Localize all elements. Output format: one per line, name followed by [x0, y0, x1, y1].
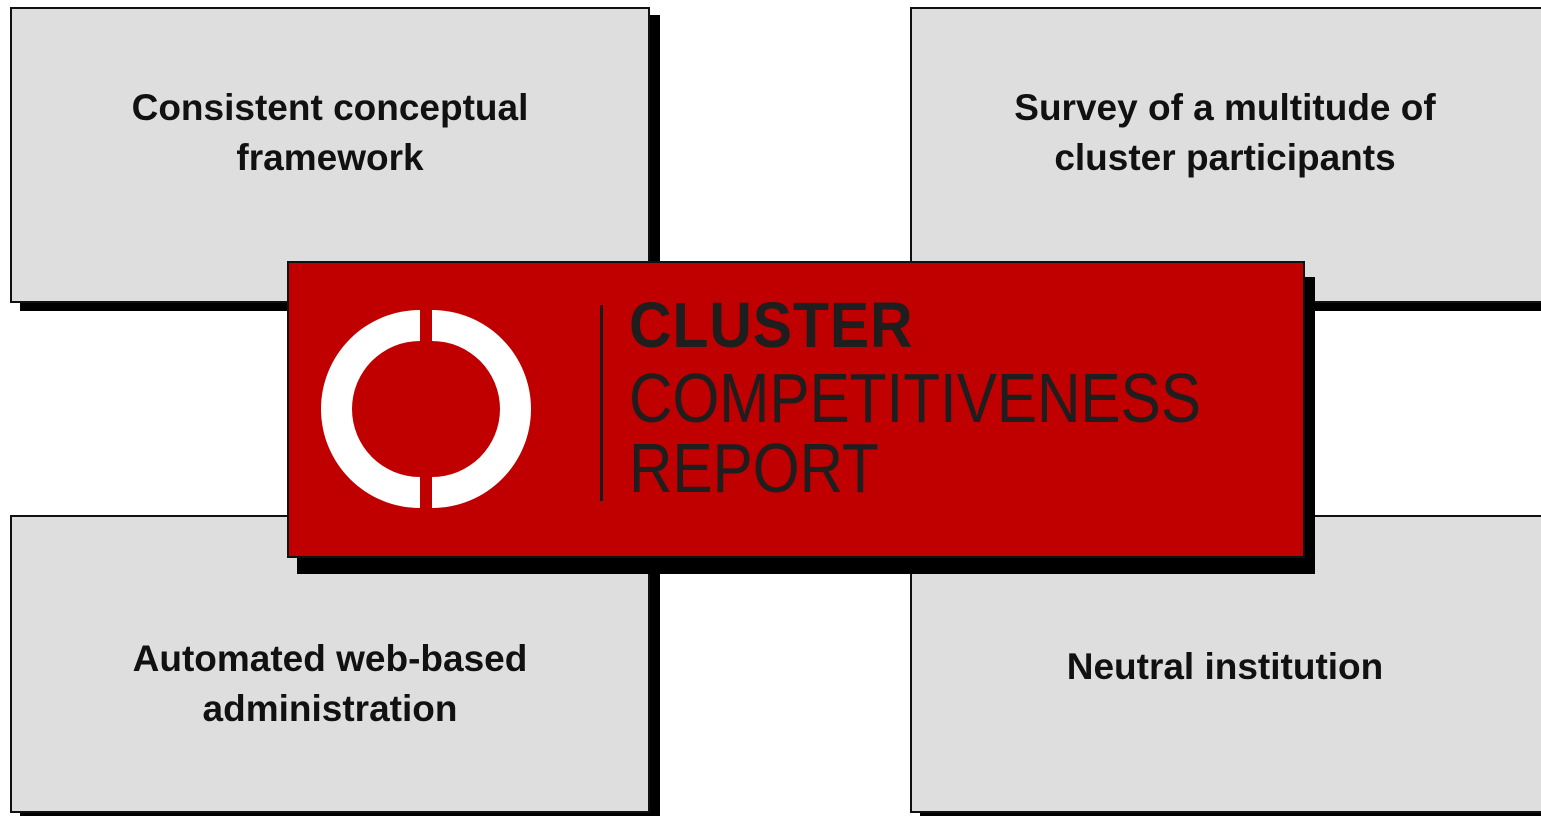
- box-bottom-left-line2: administration: [202, 688, 458, 729]
- logo-line-cluster: CLUSTER: [629, 289, 914, 361]
- box-top-left-line1: Consistent conceptual: [131, 86, 529, 128]
- logo-line-competitiveness: COMPETITIVENESS: [629, 359, 1201, 437]
- box-top-right-line2: cluster participants: [1054, 136, 1396, 178]
- logo-line-report: REPORT: [629, 429, 879, 507]
- logo-panel: CLUSTER COMPETITIVENESS REPORT: [287, 261, 1305, 558]
- box-top-left: Consistent conceptual framework: [10, 7, 650, 303]
- box-top-left-text: Consistent conceptual framework: [132, 83, 529, 183]
- logo-wordmark: CLUSTER COMPETITIVENESS REPORT: [629, 293, 1294, 503]
- box-bottom-left-text: Automated web-based administration: [133, 634, 528, 734]
- box-bottom-right: Neutral institution: [910, 515, 1541, 813]
- split-ring-icon: [321, 310, 531, 508]
- box-bottom-left-line1: Automated web-based: [132, 638, 528, 679]
- box-bottom-right-line1: Neutral institution: [1066, 645, 1384, 687]
- box-top-right: Survey of a multitude of cluster partici…: [910, 7, 1541, 303]
- logo-divider: [600, 305, 603, 501]
- box-top-right-text: Survey of a multitude of cluster partici…: [1014, 83, 1435, 183]
- box-top-left-line2: framework: [236, 136, 424, 178]
- box-bottom-left: Automated web-based administration: [10, 515, 650, 813]
- box-bottom-right-text: Neutral institution: [1067, 642, 1384, 692]
- box-top-right-line1: Survey of a multitude of: [1014, 86, 1436, 128]
